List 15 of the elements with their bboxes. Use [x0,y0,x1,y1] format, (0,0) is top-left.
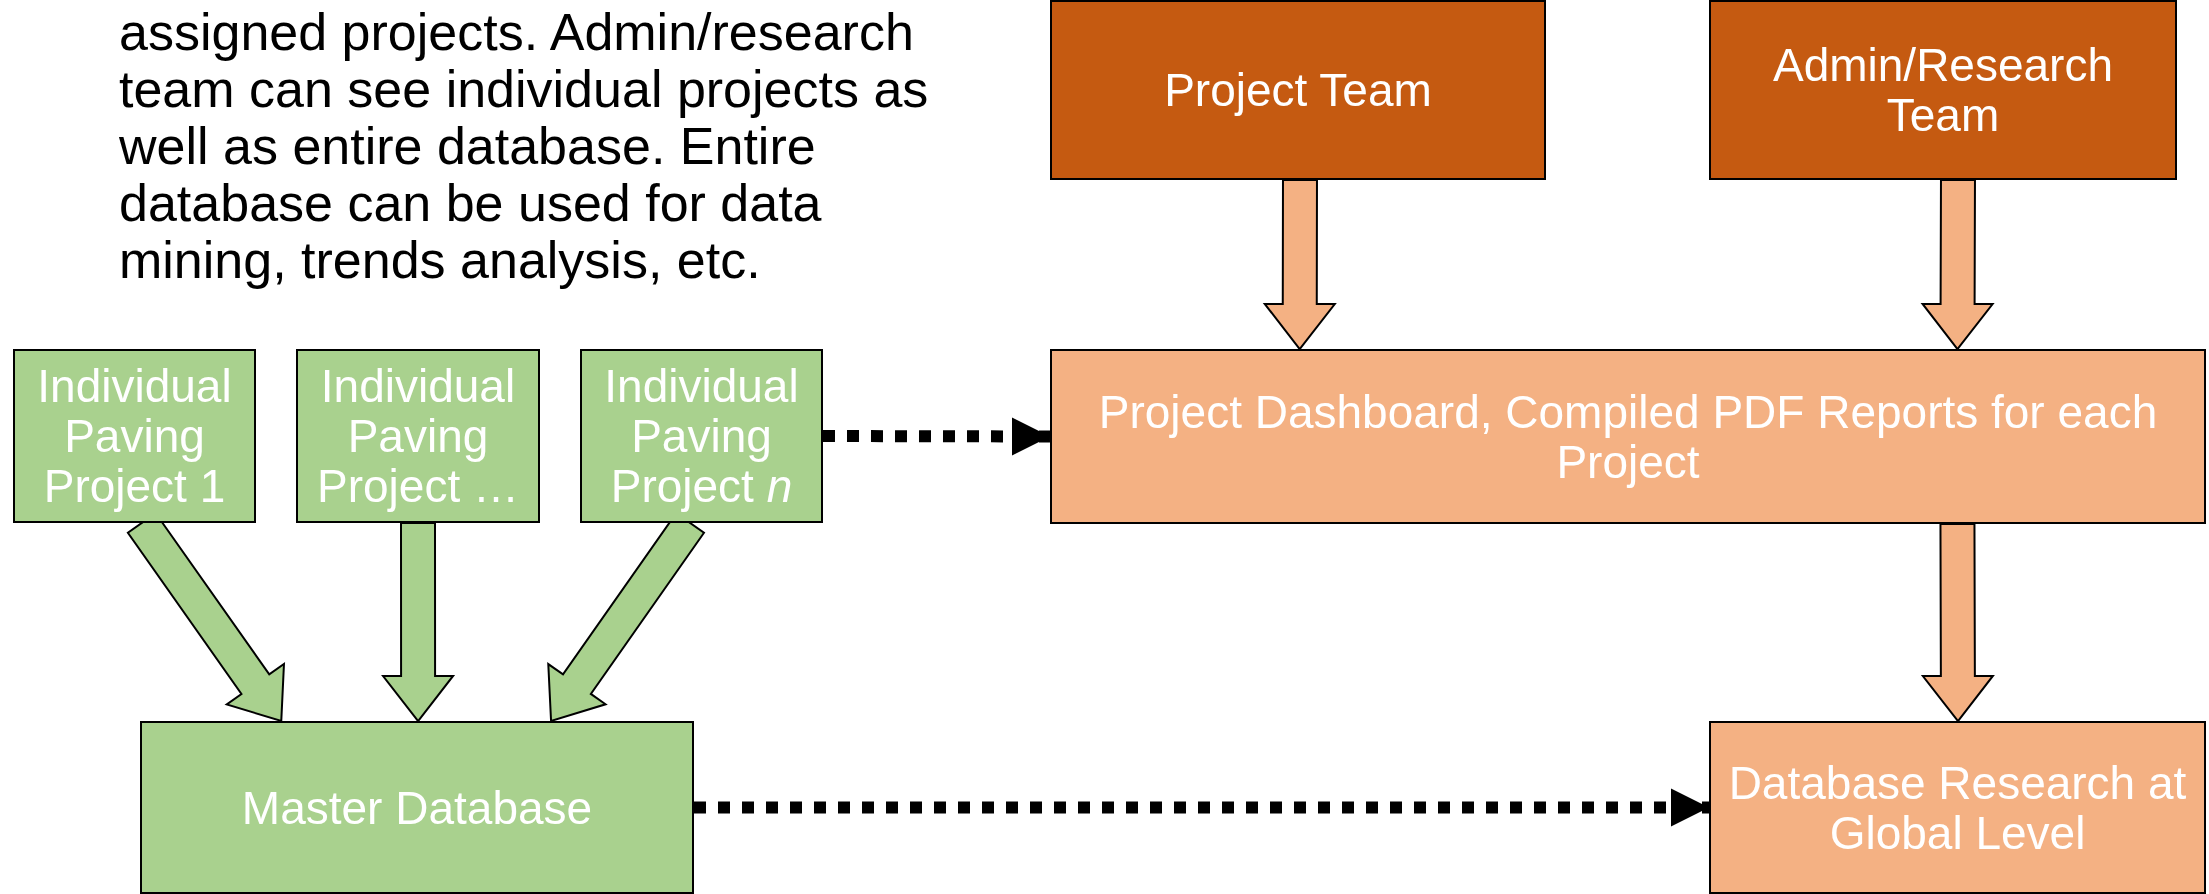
process-box: Project Dashboard, Compiled PDF Reports for each Project [1050,349,2206,524]
note-text: assigned projects. Admin/research team can see individual projects as well as entire database. Entire database can be used for data mining, trends analysis, etc. [119,4,930,289]
process-box: Individual Paving Project n [580,349,823,523]
process-box: Individual Paving Project 1 [13,349,256,523]
process-box: Individual Paving Project … [296,349,540,523]
process-box: Master Database [140,721,694,894]
block-arrow [1920,178,1995,351]
process-box: Database Research at Global Level [1709,721,2206,894]
block-arrow [381,522,456,723]
dotted-arrow [694,788,1709,827]
process-box: Admin/Research Team [1709,0,2177,180]
process-box: Project Team [1050,0,1546,180]
block-arrow [1920,522,1995,723]
dotted-arrow [822,417,1051,456]
block-arrow [1262,178,1337,351]
